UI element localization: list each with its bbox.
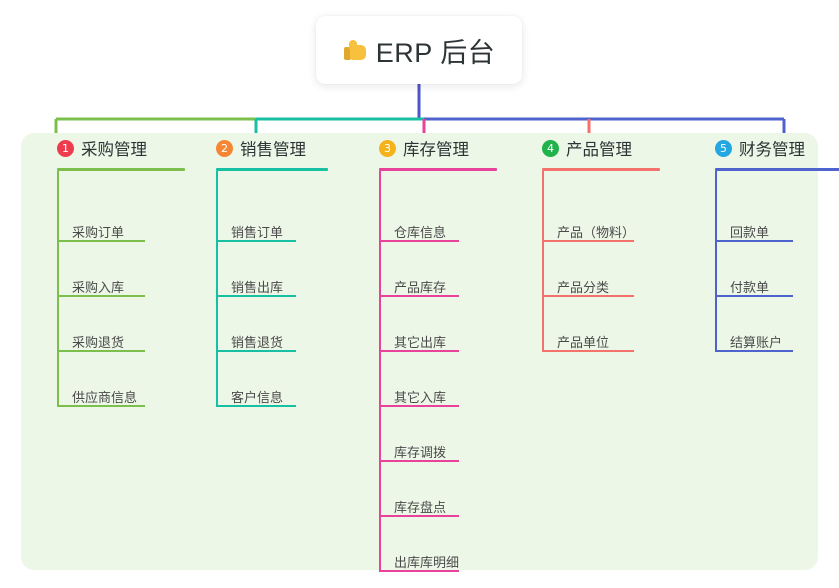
column-rule-1 [57, 168, 185, 171]
column-title-3: 库存管理 [403, 141, 469, 159]
root-node-title: ERP 后台 [343, 31, 496, 70]
leaf-item[interactable]: 销售订单 [231, 225, 284, 240]
leaf-item[interactable]: 付款单 [730, 280, 770, 295]
leaf-item[interactable]: 产品库存 [394, 280, 447, 295]
leaf-item-rule [542, 295, 634, 297]
leaf-item-rule [542, 350, 634, 352]
column-4: 4 产品管理产品（物料） 产品分类产品单位 [524, 133, 660, 352]
leaf-item-rule [216, 240, 296, 242]
leaf-item-rule [57, 350, 145, 352]
column-title-2: 销售管理 [240, 141, 306, 159]
root-node-card[interactable]: ERP 后台 [316, 16, 522, 84]
leaf-item-rule [715, 240, 793, 242]
leaf-item[interactable]: 销售退货 [231, 335, 284, 350]
leaf-item[interactable]: 库存盘点 [394, 500, 447, 515]
leaf-item-rule [57, 295, 145, 297]
leaf-item[interactable]: 客户信息 [231, 390, 284, 405]
leaf-item-rule [379, 460, 459, 462]
leaf-item[interactable]: 仓库信息 [394, 225, 447, 240]
leaf-item[interactable]: 产品分类 [557, 280, 610, 295]
column-badge-1: 1 [57, 139, 74, 157]
column-title-5: 财务管理 [739, 141, 805, 159]
column-header-5[interactable]: 5 财务管理 [697, 133, 839, 163]
leaf-item-rule [379, 515, 459, 517]
leaf-item[interactable]: 产品单位 [557, 335, 610, 350]
leaf-item[interactable]: 回款单 [730, 225, 770, 240]
leaf-item-rule [715, 295, 793, 297]
diagram-panel: 1 采购管理采购订单采购入库采购退货供应商信息 2 销售管理销售订单销售出库销售退货客… [21, 133, 839, 572]
leaf-item-rule [57, 405, 145, 407]
column-badge-4: 4 [542, 139, 559, 157]
column-items-5: 回款单付款单结算账户 [697, 171, 839, 352]
leaf-item-rule [216, 405, 296, 407]
leaf-item[interactable]: 其它出库 [394, 335, 447, 350]
leaf-item-rule [379, 240, 459, 242]
leaf-item[interactable]: 供应商信息 [72, 390, 138, 405]
thumbs-up-icon [343, 38, 367, 62]
column-title-1: 采购管理 [81, 141, 147, 159]
column-items-2: 销售订单销售出库销售退货客户信息 [198, 171, 328, 407]
column-badge-3: 3 [379, 139, 396, 157]
column-rule-5 [715, 168, 839, 171]
column-badge-2: 2 [216, 139, 233, 157]
root-title-text: ERP 后台 [375, 37, 496, 68]
column-spine-3 [379, 171, 381, 570]
column-5: 5 财务管理回款单付款单结算账户 [697, 133, 839, 352]
column-spine-2 [216, 171, 218, 405]
leaf-item[interactable]: 采购退货 [72, 335, 125, 350]
column-spine-5 [715, 171, 717, 350]
column-rule-3 [379, 168, 497, 171]
leaf-item[interactable]: 库存调拨 [394, 445, 447, 460]
column-1: 1 采购管理采购订单采购入库采购退货供应商信息 [39, 133, 185, 407]
column-spine-1 [57, 171, 59, 405]
leaf-item[interactable]: 采购订单 [72, 225, 125, 240]
leaf-item-rule [57, 240, 145, 242]
column-title-4: 产品管理 [566, 141, 632, 159]
leaf-item-rule [542, 240, 634, 242]
leaf-item-rule [379, 405, 459, 407]
column-header-3[interactable]: 3 库存管理 [361, 133, 497, 163]
column-rule-2 [216, 168, 328, 171]
leaf-item-rule [216, 295, 296, 297]
column-2: 2 销售管理销售订单销售出库销售退货客户信息 [198, 133, 328, 407]
column-items-3: 仓库信息产品库存其它出库其它入库库存调拨库存盘点出库库明细 [361, 171, 497, 572]
column-spine-4 [542, 171, 544, 350]
leaf-item[interactable]: 采购入库 [72, 280, 125, 295]
leaf-item-rule [715, 350, 793, 352]
column-items-4: 产品（物料） 产品分类产品单位 [524, 171, 660, 352]
leaf-item-rule [379, 570, 459, 572]
leaf-item-rule [379, 350, 459, 352]
leaf-item[interactable]: 其它入库 [394, 390, 447, 405]
column-header-2[interactable]: 2 销售管理 [198, 133, 328, 163]
leaf-item[interactable]: 结算账户 [730, 335, 783, 350]
leaf-item-rule [216, 350, 296, 352]
leaf-item[interactable]: 销售出库 [231, 280, 284, 295]
leaf-item[interactable]: 出库库明细 [394, 555, 460, 570]
column-badge-5: 5 [715, 139, 732, 157]
leaf-item-rule [379, 295, 459, 297]
leaf-item[interactable]: 产品（物料） [557, 225, 636, 240]
column-items-1: 采购订单采购入库采购退货供应商信息 [39, 171, 185, 407]
column-header-4[interactable]: 4 产品管理 [524, 133, 660, 163]
column-header-1[interactable]: 1 采购管理 [39, 133, 185, 163]
column-rule-4 [542, 168, 660, 171]
column-3: 3 库存管理仓库信息产品库存其它出库其它入库库存调拨库存盘点出库库明细 [361, 133, 497, 572]
